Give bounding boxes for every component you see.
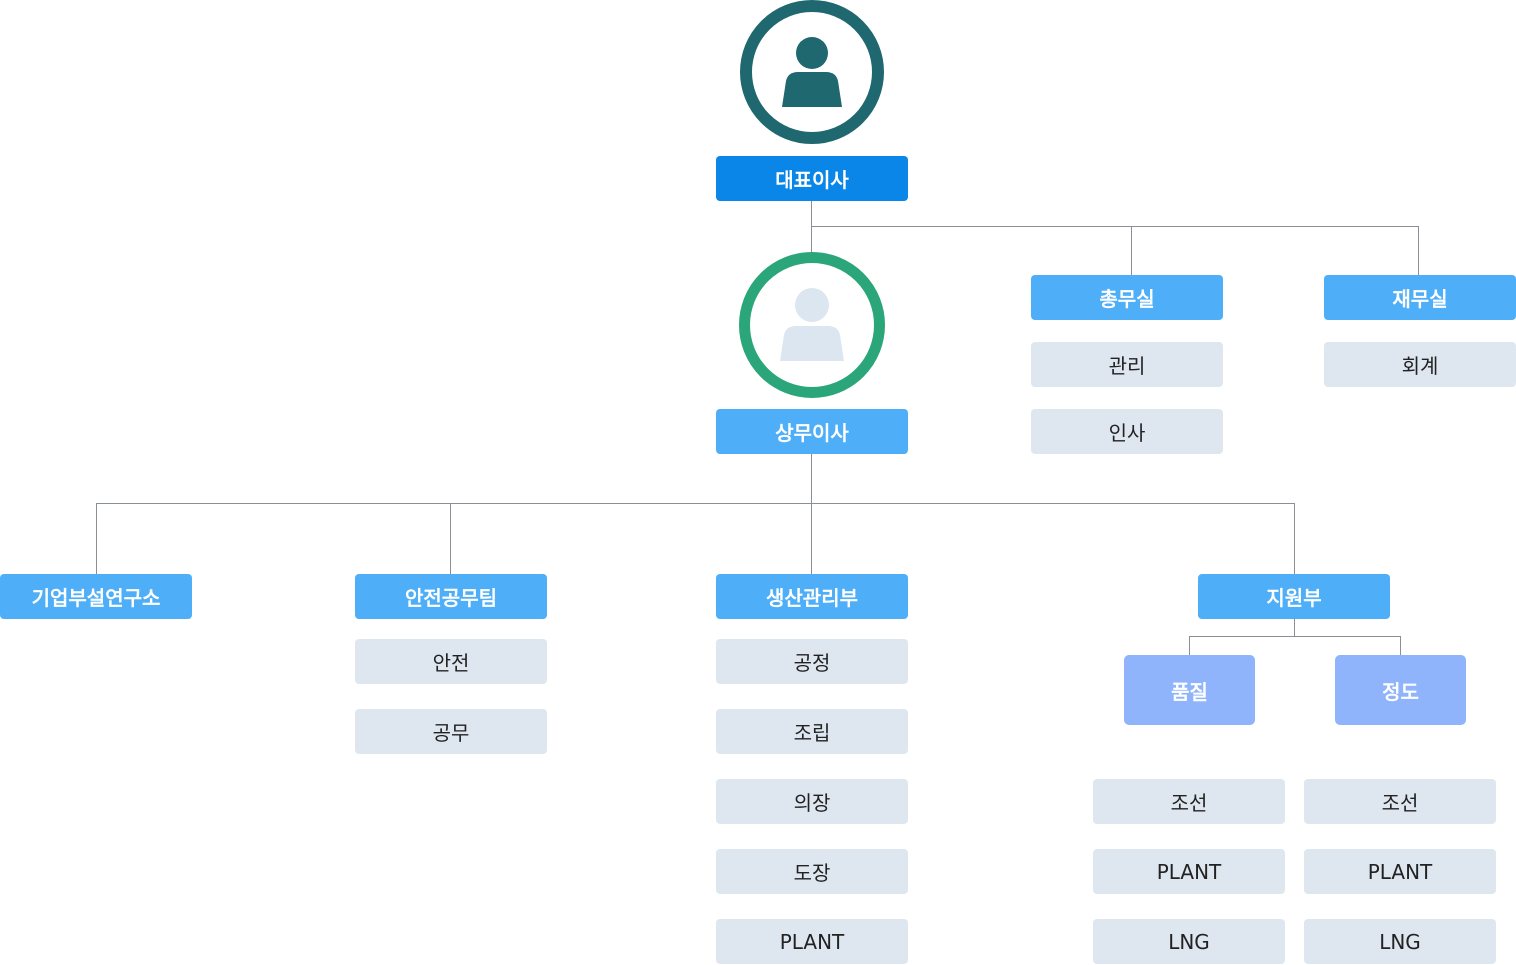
production-item[interactable]: 도장: [716, 849, 908, 894]
director-label: 상무이사: [775, 421, 849, 445]
connector-support-down: [1294, 618, 1295, 636]
connector-support-horizontal: [1189, 636, 1401, 637]
finance-item[interactable]: 회계: [1324, 342, 1516, 387]
production-item[interactable]: PLANT: [716, 919, 908, 964]
general-affairs-item-label: 인사: [1108, 421, 1146, 445]
general-affairs-box[interactable]: 총무실: [1031, 275, 1223, 320]
support-box[interactable]: 지원부: [1198, 574, 1390, 619]
production-item[interactable]: 의장: [716, 779, 908, 824]
production-box[interactable]: 생산관리부: [716, 574, 908, 619]
accuracy-item-label: PLANT: [1367, 859, 1433, 884]
production-item-label: 의장: [793, 791, 831, 815]
ceo-label: 대표이사: [775, 168, 849, 192]
connector-director-horizontal: [96, 503, 1295, 504]
quality-item-label: PLANT: [1156, 859, 1222, 884]
accuracy-item[interactable]: PLANT: [1304, 849, 1496, 894]
production-item[interactable]: 조립: [716, 709, 908, 754]
connector-general-affairs: [1131, 226, 1132, 275]
safety-box[interactable]: 안전공무팀: [355, 574, 547, 619]
quality-item[interactable]: 조선: [1093, 779, 1285, 824]
accuracy-item-label: 조선: [1381, 791, 1419, 815]
accuracy-item[interactable]: LNG: [1304, 919, 1496, 964]
finance-item-label: 회계: [1401, 354, 1439, 378]
support-label: 지원부: [1266, 586, 1322, 610]
general-affairs-label: 총무실: [1099, 287, 1155, 311]
research-label: 기업부설연구소: [31, 586, 161, 610]
quality-box[interactable]: 품질: [1124, 655, 1255, 725]
production-item-label: 조립: [793, 721, 831, 745]
accuracy-label: 정도: [1382, 679, 1419, 704]
director-avatar: [739, 252, 885, 398]
general-affairs-item[interactable]: 관리: [1031, 342, 1223, 387]
finance-box[interactable]: 재무실: [1324, 275, 1516, 320]
connector-ceo-horizontal: [811, 226, 1419, 227]
connector-quality: [1189, 636, 1190, 655]
connector-accuracy: [1400, 636, 1401, 655]
safety-item-label: 안전: [432, 651, 470, 675]
quality-item-label: 조선: [1170, 791, 1208, 815]
quality-item-label: LNG: [1168, 929, 1210, 954]
production-item-label: 도장: [793, 861, 831, 885]
connector-finance: [1418, 226, 1419, 275]
production-label: 생산관리부: [766, 586, 858, 610]
production-item[interactable]: 공정: [716, 639, 908, 684]
safety-label: 안전공무팀: [405, 586, 497, 610]
research-box[interactable]: 기업부설연구소: [0, 574, 192, 619]
ceo-box[interactable]: 대표이사: [716, 156, 908, 201]
production-item-label: 공정: [793, 651, 831, 675]
ceo-avatar: [740, 0, 884, 144]
director-box[interactable]: 상무이사: [716, 409, 908, 454]
general-affairs-item-label: 관리: [1108, 354, 1146, 378]
connector-director-down: [811, 453, 812, 574]
general-affairs-item[interactable]: 인사: [1031, 409, 1223, 454]
quality-label: 품질: [1171, 679, 1208, 704]
production-item-label: PLANT: [779, 929, 845, 954]
connector-safety: [450, 503, 451, 574]
accuracy-item[interactable]: 조선: [1304, 779, 1496, 824]
safety-item-label: 공무: [432, 721, 470, 745]
safety-item[interactable]: 공무: [355, 709, 547, 754]
quality-item[interactable]: PLANT: [1093, 849, 1285, 894]
accuracy-box[interactable]: 정도: [1335, 655, 1466, 725]
quality-item[interactable]: LNG: [1093, 919, 1285, 964]
safety-item[interactable]: 안전: [355, 639, 547, 684]
person-icon: [782, 37, 842, 107]
finance-label: 재무실: [1392, 287, 1448, 311]
connector-research: [96, 503, 97, 574]
accuracy-item-label: LNG: [1379, 929, 1421, 954]
connector-support: [1294, 503, 1295, 574]
person-icon: [780, 288, 844, 361]
